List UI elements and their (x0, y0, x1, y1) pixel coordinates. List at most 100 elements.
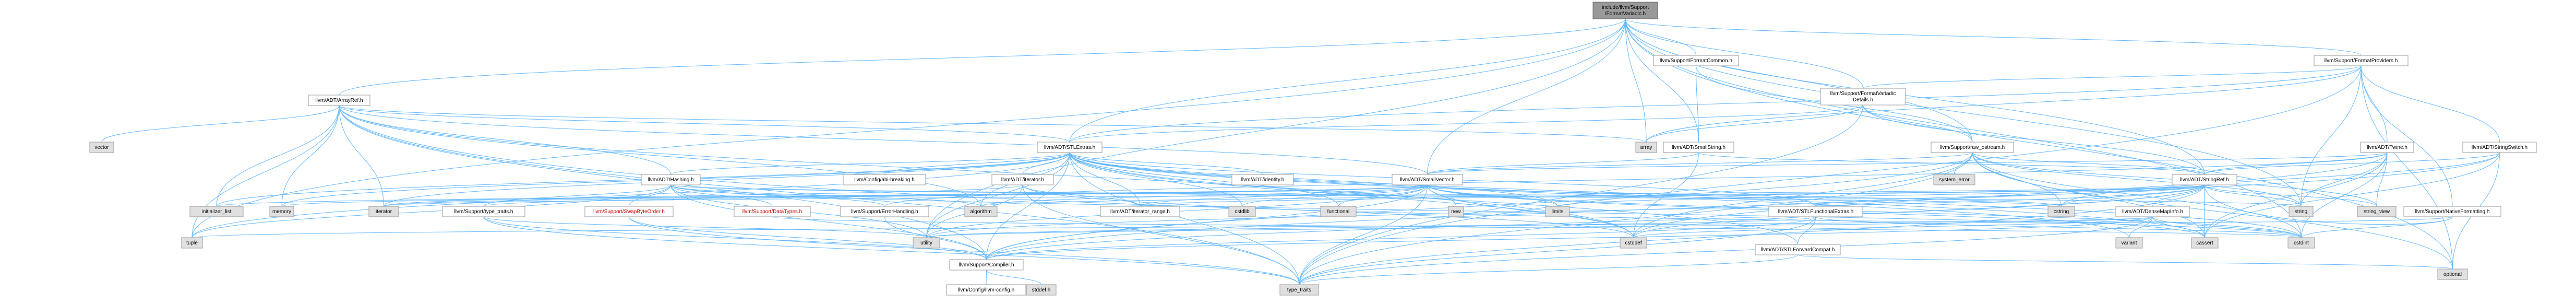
node-llvm-config-abi-breaking-h[interactable]: llvm/Config/abi-breaking.h (843, 174, 926, 185)
node-llvm-adt-iterator-h[interactable]: llvm/ADT/iterator.h (991, 174, 1054, 185)
node-label: llvm/Support/DataTypes.h (742, 209, 802, 215)
edge-n2-n21 (384, 152, 1070, 207)
node-box (2357, 206, 2397, 217)
node-llvm-adt-stringswitch-h[interactable]: llvm/ADT/StringSwitch.h (2462, 142, 2537, 153)
node-llvm-support-datatypes-h[interactable]: llvm/Support/DataTypes.h (734, 206, 811, 217)
node-box (2289, 206, 2314, 217)
node-box (1320, 206, 1357, 217)
node-llvm-adt-stlfunctionalextras-h[interactable]: llvm/ADT/STLFunctionalExtras.h (1768, 206, 1863, 217)
edge-n1-n26 (339, 105, 981, 207)
node-box (964, 206, 998, 217)
node-box (1755, 244, 1841, 255)
node-llvm-adt-densemapinfo-h[interactable]: llvm/ADT/DenseMapInfo.h (2115, 206, 2190, 217)
node-box (1448, 206, 1464, 217)
node-label: llvm/ADT/identity.h (1241, 177, 1285, 183)
edge-n7-n16 (1427, 152, 1973, 175)
node-label: llvm/ADT/Hashing.h (648, 177, 693, 183)
node-llvm-support-compiler-h[interactable]: llvm/Support/Compiler.h (949, 259, 1024, 271)
edge-n12-n45 (670, 184, 2302, 238)
node-llvm-adt-iterator-range-h[interactable]: llvm/ADT/iterator_range.h (1100, 206, 1180, 217)
edge-n40-n46 (986, 270, 987, 285)
node-iterator: iterator (368, 206, 399, 217)
edge-n2-n45 (1069, 152, 2302, 238)
node-label: llvm/Support/raw_ostream.h (1940, 145, 2005, 150)
node-functional: functional (1320, 206, 1357, 217)
node-llvm-support-errorhandling-h[interactable]: llvm/Support/ErrorHandling.h (840, 206, 929, 217)
node-vector: vector (89, 142, 114, 153)
node-label: llvm/ADT/STLFunctionalExtras.h (1778, 209, 1854, 215)
node-variant: variant (2115, 237, 2143, 249)
node-llvm-adt-identity-h[interactable]: llvm/ADT/identity.h (1231, 174, 1294, 185)
node-stddef-h: stddef.h (1026, 284, 1057, 296)
edge-n0-n6 (1625, 18, 1699, 143)
node-system-error: system_error (1933, 174, 1975, 185)
edge-n0-n38 (191, 18, 1626, 238)
edge-n8-n16 (1427, 152, 2388, 175)
edge-n5-n11 (1646, 104, 1863, 143)
edge-n18-n35 (2204, 184, 2377, 207)
node-array: array (1635, 142, 1657, 153)
node-llvm-config-llvm-config-h[interactable]: llvm/Config/llvm-config.h (946, 284, 1026, 296)
node-label: llvm/Support/ErrorHandling.h (851, 209, 918, 215)
edge-n14-n27 (1022, 184, 1141, 207)
node-label: llvm/ADT/StringRef.h (2180, 177, 2228, 183)
node-label: iterator (376, 209, 392, 215)
node-label: algorithm (970, 209, 991, 215)
edge-n4-n9 (2361, 65, 2500, 143)
node-box (2403, 206, 2501, 217)
edge-n37-n45 (2301, 216, 2453, 238)
node-type-traits: type_traits (1279, 284, 1319, 296)
edge-n12-n22 (483, 184, 671, 207)
node-box (641, 174, 701, 185)
edge-n4-n34 (2301, 65, 2362, 207)
node-label: llvm/Support/SwapByteOrder.h (593, 209, 665, 215)
node-box (1820, 88, 1906, 106)
node-box (2115, 237, 2143, 249)
edge-n18-n26 (980, 184, 2205, 207)
edge-n9-n40 (986, 152, 2500, 260)
node-llvm-adt-arrayref-h[interactable]: llvm/ADT/ArrayRef.h (308, 95, 370, 106)
node-llvm-support-formatcommon-h[interactable]: llvm/Support/FormatCommon.h (1653, 55, 1739, 66)
node-box (1392, 174, 1463, 185)
node-label: memory (272, 209, 291, 215)
edge-n1-n19 (216, 105, 340, 207)
node-algorithm: algorithm (964, 206, 998, 217)
node-label: cassert (2196, 240, 2213, 246)
edge-n23-n40 (629, 216, 987, 260)
edge-n0-n2 (1069, 18, 1626, 143)
node-llvm-adt-hashing-h[interactable]: llvm/ADT/Hashing.h (641, 174, 701, 185)
node-llvm-support-type-traits-h[interactable]: llvm/Support/type_traits.h (442, 206, 525, 217)
edge-n7-n32 (1972, 152, 2062, 207)
edge-n0-n49 (1625, 18, 2453, 270)
node-llvm-support-raw-ostream-h[interactable]: llvm/Support/raw_ostream.h (1931, 142, 2014, 153)
edge-n7-n49 (1972, 152, 2453, 270)
edge-n18-n21 (384, 184, 2205, 207)
node-llvm-support-formatproviders-h[interactable]: llvm/Support/FormatProviders.h (2314, 55, 2409, 66)
edge-n36-n39 (926, 216, 2153, 238)
node-label: Details.h (1853, 97, 1873, 103)
node-llvm-support-nativeformatting-h[interactable]: llvm/Support/NativeFormatting.h (2403, 206, 2501, 217)
node-label: stddef.h (1032, 287, 1051, 293)
edge-n8-n41 (1633, 152, 2388, 238)
edge-n2-n38 (191, 152, 1070, 238)
node-llvm-adt-twine-h[interactable]: llvm/ADT/Twine.h (2360, 142, 2414, 153)
edge-n8-n45 (2301, 152, 2388, 238)
node-box (189, 206, 244, 217)
node-llvm-adt-stringref-h[interactable]: llvm/ADT/StringRef.h (2172, 174, 2237, 185)
node-box (1026, 284, 1057, 296)
node-box (843, 174, 926, 185)
edge-n36-n40 (986, 216, 2153, 260)
node-llvm-adt-stlextras-h[interactable]: llvm/ADT/STLExtras.h (1037, 142, 1103, 153)
node-label: llvm/Support/FormatCommon.h (1660, 58, 1732, 64)
node-label: string (2295, 209, 2307, 215)
node-llvm-adt-smallstring-h[interactable]: llvm/ADT/SmallString.h (1663, 142, 1734, 153)
node-box (1620, 237, 1647, 249)
node-llvm-support-swapbyteorder-h[interactable]: llvm/Support/SwapByteOrder.h (584, 206, 674, 217)
edge-n8-n25 (884, 152, 2388, 207)
node-llvm-adt-stlforwardcompat-h[interactable]: llvm/ADT/STLForwardCompat.h (1755, 244, 1841, 255)
node-label: optional (2443, 272, 2462, 277)
node-llvm-adt-smallvector-h[interactable]: llvm/ADT/SmallVector.h (1392, 174, 1463, 185)
edge-n16-n20 (281, 184, 1428, 207)
